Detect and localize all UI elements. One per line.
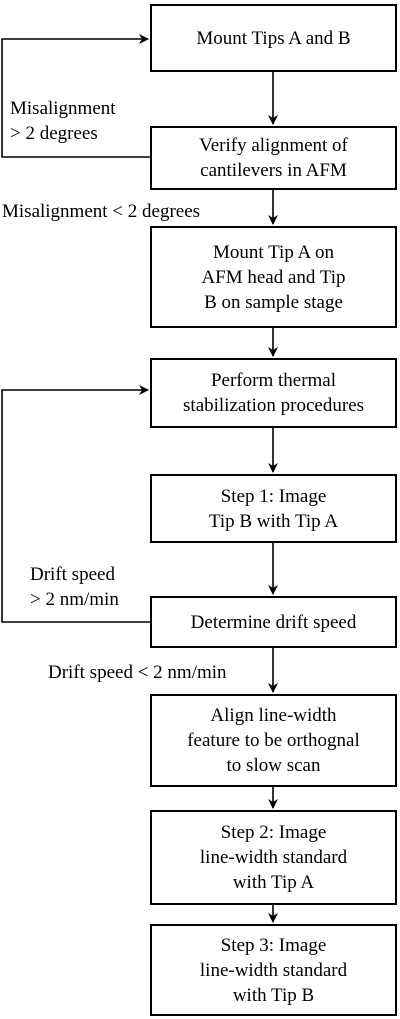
label-misalignment-fail: Misalignment > 2 degrees [10, 98, 116, 144]
label-drift-pass: Drift speed < 2 nm/min [48, 662, 227, 683]
loop-drift [1, 385, 150, 623]
step-thermal-stabilization: Perform thermal stabilization procedures [150, 358, 397, 428]
step-mount-tips: Mount Tips A and B [150, 4, 397, 72]
step-mount-tip-head-text: Mount Tip A on AFM head and Tip B on sam… [201, 241, 346, 313]
step-mount-tips-text: Mount Tips A and B [196, 27, 351, 49]
step-thermal-stabilization-text: Perform thermal stabilization procedures [183, 370, 364, 416]
step-verify-alignment-text: Verify alignment of cantilevers in AFM [199, 135, 348, 181]
loop-misalignment [1, 34, 150, 158]
step-drift-speed-text: Determine drift speed [190, 611, 357, 633]
step-3-image: Step 3: Image line-width standard with T… [150, 924, 397, 1016]
step-1-image: Step 1: Image Tip B with Tip A [150, 474, 397, 543]
step-3-image-text: Step 3: Image line-width standard with T… [199, 934, 348, 1006]
step-verify-alignment: Verify alignment of cantilevers in AFM [150, 126, 397, 190]
step-2-image-text: Step 2: Image line-width standard with T… [199, 822, 348, 893]
step-mount-tip-head: Mount Tip A on AFM head and Tip B on sam… [150, 226, 397, 328]
step-align-feature: Align line-width feature to be orthognal… [150, 694, 397, 787]
step-1-image-text: Step 1: Image Tip B with Tip A [208, 485, 339, 532]
step-drift-speed: Determine drift speed [150, 596, 397, 648]
label-misalignment-pass: Misalignment < 2 degrees [2, 201, 201, 222]
label-drift-fail: Drift speed > 2 nm/min [30, 564, 119, 610]
step-2-image: Step 2: Image line-width standard with T… [150, 810, 397, 905]
step-align-feature-text: Align line-width feature to be orthognal… [187, 705, 360, 776]
